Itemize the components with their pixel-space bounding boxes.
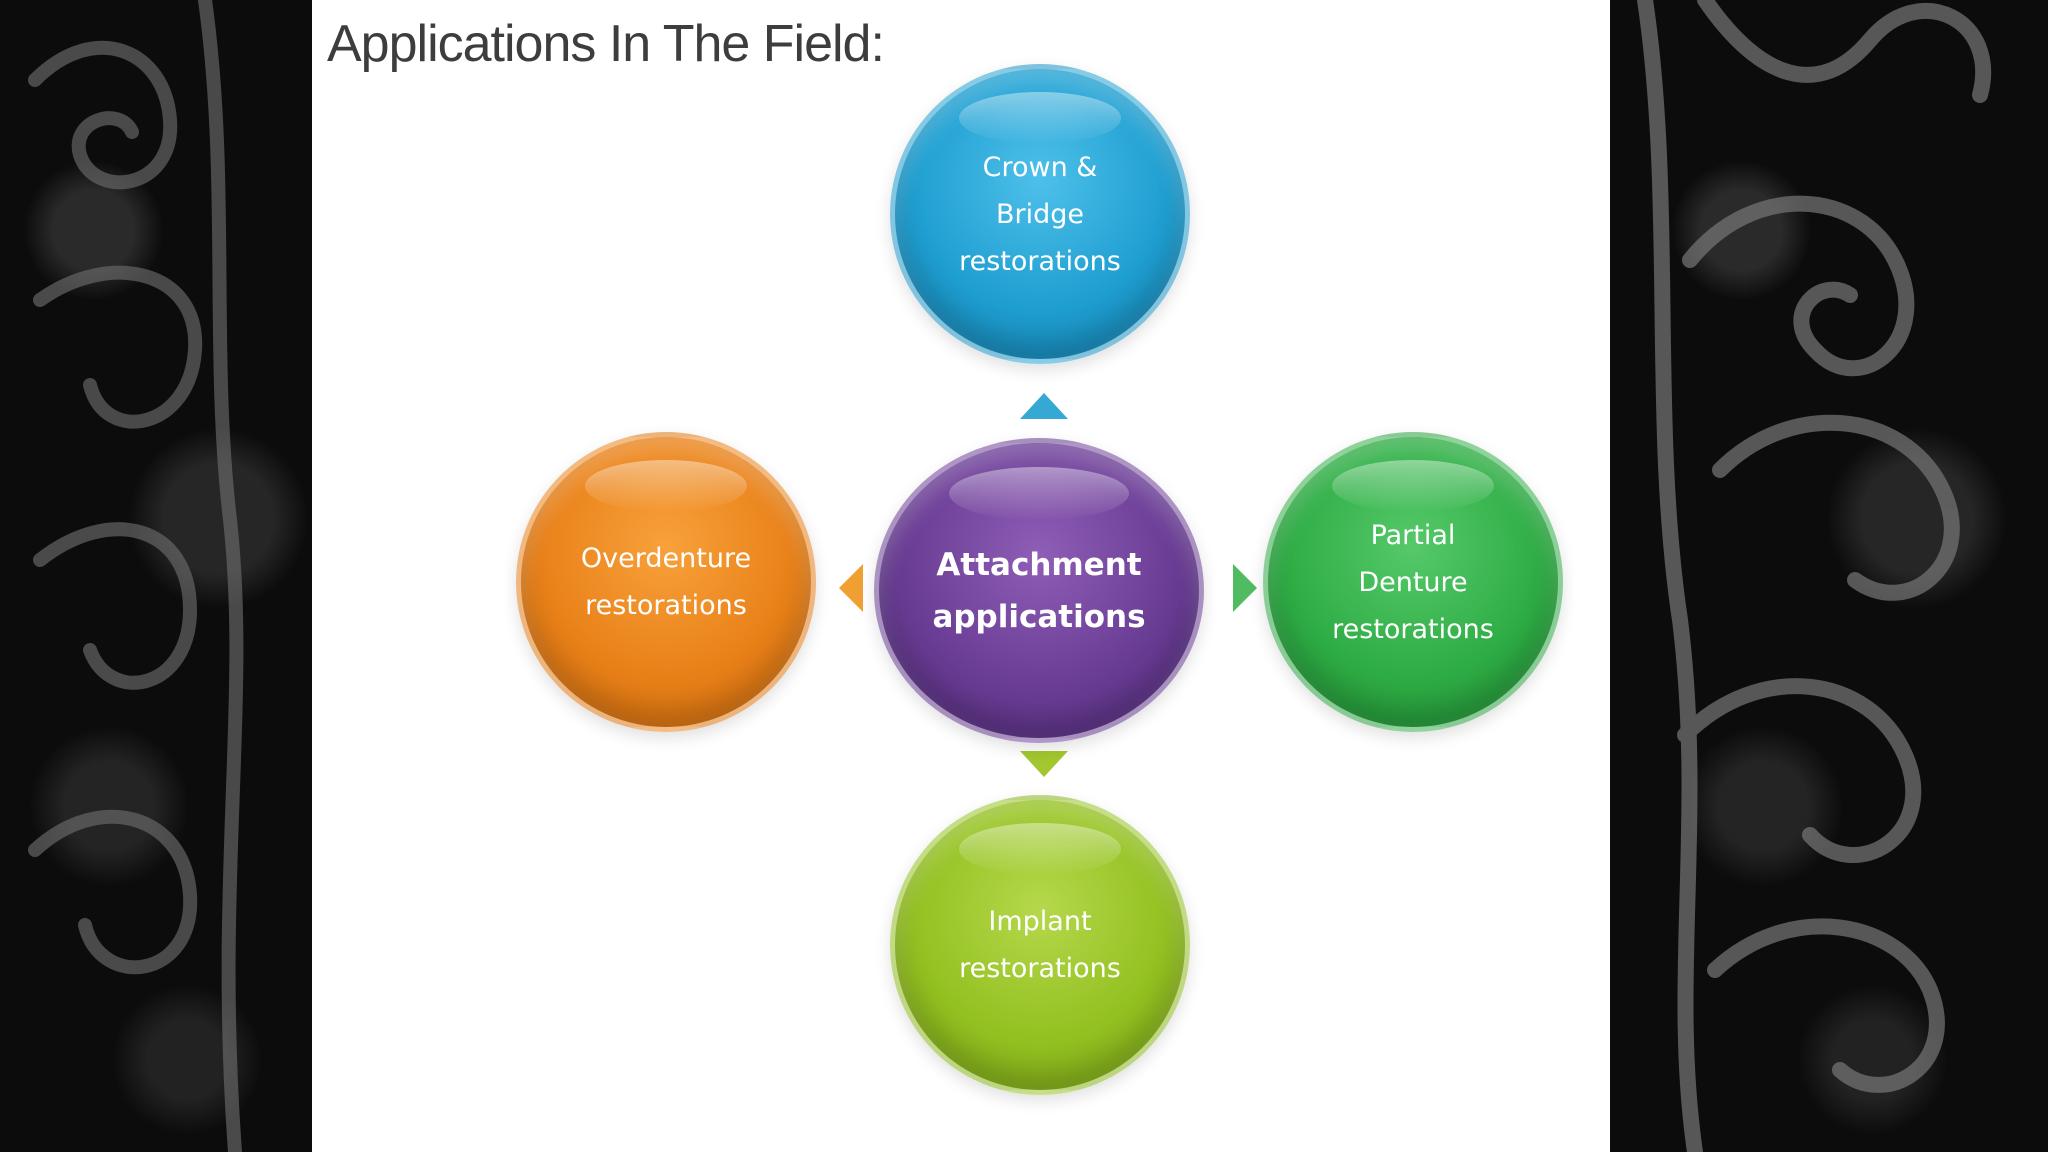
slide-title: Applications In The Field: (327, 15, 885, 73)
attachment-applications-node: Attachment applications (874, 438, 1204, 743)
connector-right-arrow (1233, 564, 1257, 612)
attachment-applications-diagram: Crown & Bridge restorations Overdenture … (312, 0, 1610, 1152)
connector-top-arrow (1020, 393, 1068, 419)
overdenture-node: Overdenture restorations (516, 432, 816, 732)
left-damask-panel (0, 0, 312, 1152)
damask-ornament-icon (1637, 0, 1992, 1152)
partial-denture-label: Partial Denture restorations (1332, 519, 1494, 645)
right-damask-panel (1610, 0, 2048, 1152)
slide-canvas: Applications In The Field: Crown & Bridg… (312, 0, 1610, 1152)
crown-bridge-label: Crown & Bridge restorations (959, 151, 1121, 277)
damask-ornament-icon (28, 0, 244, 1152)
connector-left-arrow (839, 564, 863, 612)
partial-denture-node: Partial Denture restorations (1263, 432, 1563, 732)
crown-bridge-node: Crown & Bridge restorations (890, 64, 1190, 364)
connector-bottom-arrow (1020, 751, 1068, 777)
overdenture-label: Overdenture restorations (580, 543, 752, 621)
implant-node: Implant restorations (890, 795, 1190, 1095)
attachment-applications-label: Attachment applications (932, 546, 1146, 635)
implant-label: Implant restorations (959, 906, 1121, 984)
